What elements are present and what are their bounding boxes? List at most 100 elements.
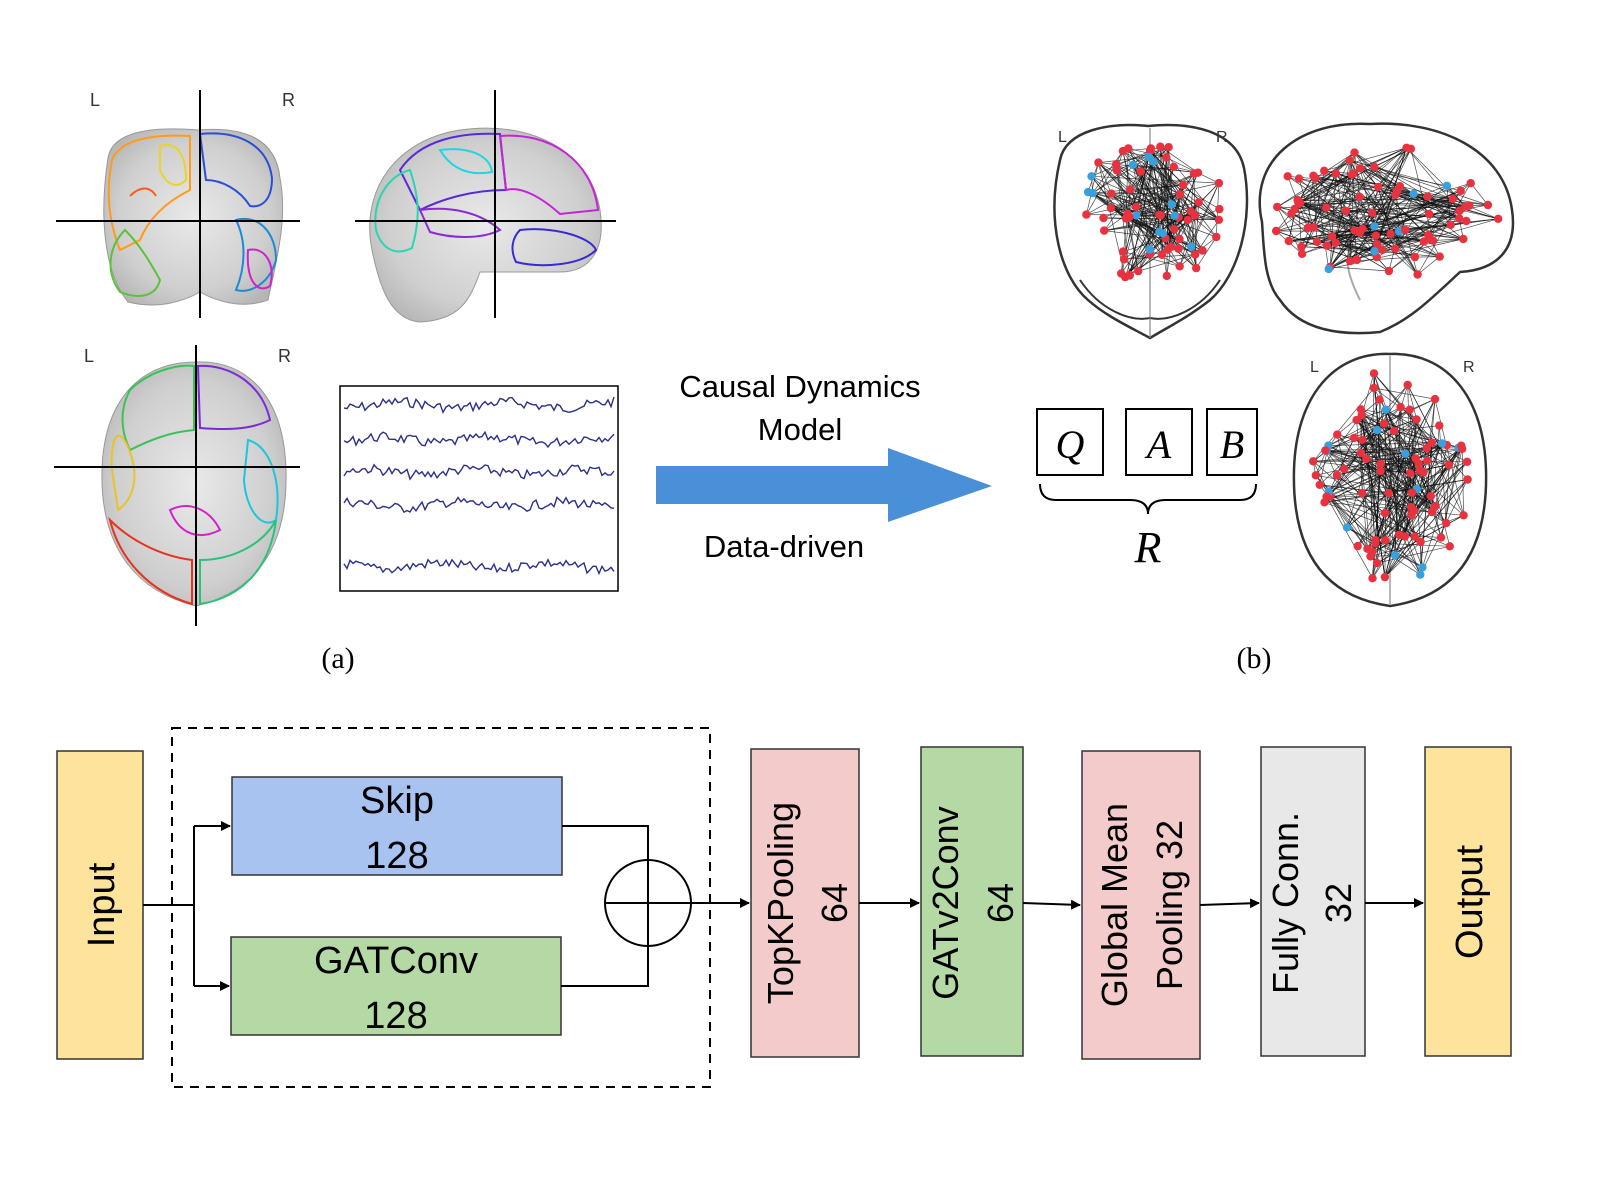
network-node [1373,425,1382,435]
network-node [1169,162,1179,171]
network-edge [1360,167,1447,187]
network-edge [1328,235,1377,270]
network-node [1389,426,1399,436]
big-arrow-shape [656,448,992,522]
network-node [1333,430,1342,439]
network-edge [1179,182,1220,267]
network-node [1423,192,1432,201]
block-gatconv [230,936,562,1036]
network-edge [1124,233,1164,278]
network-node [1419,237,1429,246]
network-edge [1357,398,1436,547]
network-node [1178,180,1188,190]
network-node [1170,225,1179,234]
network-node [1466,179,1475,188]
network-node [1166,242,1176,252]
network-edge [1336,474,1416,537]
time-series-plot [339,385,619,592]
network-edge [1427,182,1471,198]
block-input-label: Input [81,862,123,947]
network-edge [1329,174,1353,267]
network-node [1273,202,1282,212]
network-edge [1405,398,1436,454]
network-node [1370,247,1379,256]
network-edge [1092,150,1124,194]
network-edge [1301,246,1375,252]
network-edge [1179,238,1197,269]
panel-a-caption: (a) [321,642,354,675]
network-node [1370,162,1379,171]
network-node [1082,210,1091,219]
network-node [1145,245,1155,254]
architecture-blocks: TopKPooling 64 GATv2Conv 64 Global Mean … [750,746,1512,1060]
network-node [1126,185,1135,194]
network-edge [1276,194,1396,232]
network-edge [1326,245,1377,258]
network-edge [1190,215,1196,247]
network-node [1381,536,1390,545]
network-edge [1326,496,1373,579]
network-node [1174,244,1183,253]
network-node [1187,242,1196,251]
network-node [1157,250,1167,259]
network-edge [1356,419,1418,490]
network-edge [1329,496,1348,528]
network-node [1321,446,1330,455]
block-topkpooling-line1: TopKPooling [760,802,801,1004]
network-edge [1330,266,1389,272]
network-edge [1092,150,1151,194]
network-edge [1115,164,1172,205]
network-node [1352,255,1362,265]
network-node [1378,245,1387,254]
network-node [1376,459,1385,468]
network-node [1192,263,1201,273]
network-edge [1329,230,1355,268]
time-series-trace [343,430,615,449]
network-edge [1370,373,1375,557]
network-node [1094,158,1103,167]
network-node [1297,242,1306,251]
glass-brain-axial: L R [1292,352,1488,608]
network-edge [1382,249,1415,258]
network-edge [1385,409,1433,443]
network-edge [1103,172,1199,219]
network-edge [1356,147,1407,261]
network-node [1297,249,1307,258]
network-edge [1360,409,1412,508]
network-edge [1422,445,1462,568]
network-node [1455,214,1464,223]
network-edge [1435,447,1459,507]
network-edge [1359,168,1418,275]
network-node [1384,489,1394,498]
network-node [1409,189,1418,199]
network-edge [1313,226,1376,237]
network-edge [1326,450,1406,454]
block-global-mean-pooling-line2: Pooling 32 [1149,820,1190,990]
network-node [1158,229,1168,238]
network-edge [1329,147,1407,268]
network-node [1212,232,1221,242]
block-skip-line1: Skip [360,780,434,822]
network-node [1214,215,1224,224]
network-edge [1140,166,1174,172]
network-edge [1315,475,1376,541]
network-node [1144,152,1154,162]
group-label-r: R [1134,523,1162,572]
network-node [1125,212,1134,222]
network-node [1283,172,1292,181]
network-edge [1324,458,1416,503]
network-edge [1359,168,1378,245]
network-node [1356,164,1365,173]
network-edge [1349,160,1418,275]
network-edge [1328,423,1385,493]
network-node [1183,215,1192,225]
block-gatv2conv [920,746,1024,1057]
network-edge [1159,146,1173,205]
network-node [1312,237,1322,246]
block-topkpooling [750,748,860,1058]
network-node [1290,204,1299,214]
causal-arrow: Causal Dynamics Model Data-driven [656,369,992,564]
network-edge [1365,409,1387,460]
block-input [56,750,144,1060]
network-node [1322,203,1331,212]
